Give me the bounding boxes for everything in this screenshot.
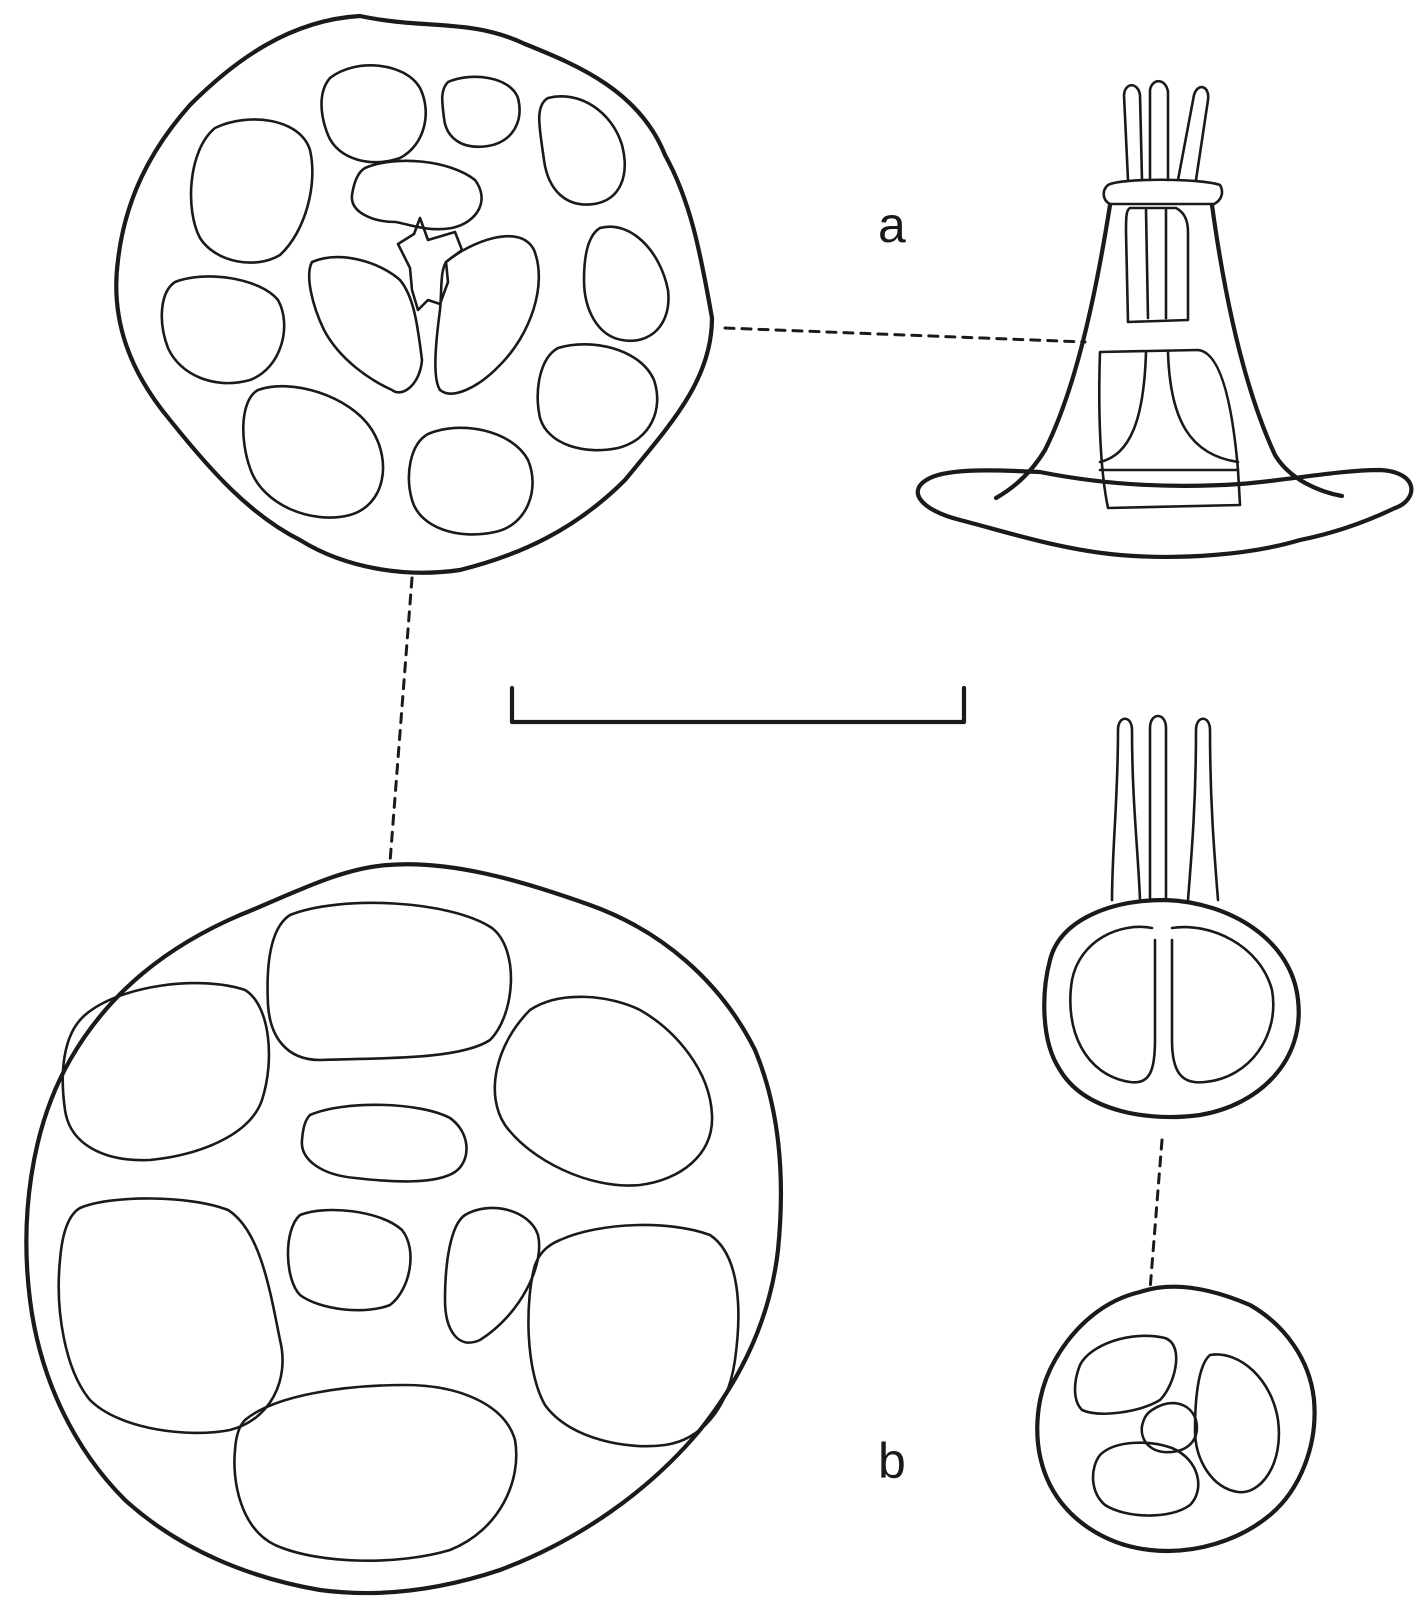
central-star (398, 218, 462, 310)
cell (409, 428, 533, 535)
tine (1150, 81, 1168, 180)
inner-frame (1168, 352, 1238, 462)
tine (1112, 719, 1140, 900)
cell (63, 983, 269, 1160)
cell (234, 1385, 516, 1561)
inner-frame (1146, 210, 1148, 318)
tine (1150, 716, 1166, 900)
spicule-body (996, 205, 1110, 498)
cell (538, 344, 657, 450)
cell (1195, 1354, 1279, 1492)
cell (288, 1210, 411, 1310)
specimen-b-top-outline (26, 864, 780, 1593)
cell (302, 1105, 467, 1182)
cell (584, 227, 668, 341)
cell (1075, 1336, 1176, 1414)
tine (1124, 85, 1142, 180)
cell (1093, 1443, 1198, 1516)
collar (1104, 180, 1222, 204)
cell (495, 997, 712, 1186)
connector-b-vertical (1150, 1140, 1162, 1290)
tine (1188, 719, 1218, 900)
cell (243, 386, 383, 517)
label-b: b (878, 1433, 906, 1489)
ring-inner (1070, 927, 1155, 1083)
specimen-b-top-view (26, 864, 780, 1593)
tine (1178, 87, 1208, 180)
cell (539, 96, 624, 204)
cell (59, 1198, 283, 1432)
cell (268, 903, 511, 1060)
scale-bar-line (512, 688, 964, 722)
cell (445, 1208, 539, 1343)
cell (191, 119, 312, 262)
cell (309, 257, 422, 392)
inner-frame (1126, 208, 1188, 322)
cell (162, 276, 284, 383)
specimen-b-small-top-view (1037, 1287, 1314, 1551)
cell (322, 65, 426, 162)
central-node (1142, 1403, 1197, 1452)
specimen-a-side-view (918, 81, 1412, 557)
scale-bar (512, 688, 964, 722)
spicule-body (1212, 205, 1342, 496)
label-a: a (878, 197, 906, 253)
specimen-a-top-view (116, 16, 712, 573)
specimen-b-side-view (1044, 716, 1298, 1117)
cell (528, 1225, 738, 1446)
ring-inner (1172, 927, 1273, 1082)
cell (442, 77, 519, 147)
inner-frame (1100, 352, 1146, 462)
spicule-base (918, 470, 1412, 557)
cell (352, 161, 482, 229)
connector-a-horizontal (725, 328, 1085, 342)
connector-a-to-b-vertical (390, 578, 412, 862)
